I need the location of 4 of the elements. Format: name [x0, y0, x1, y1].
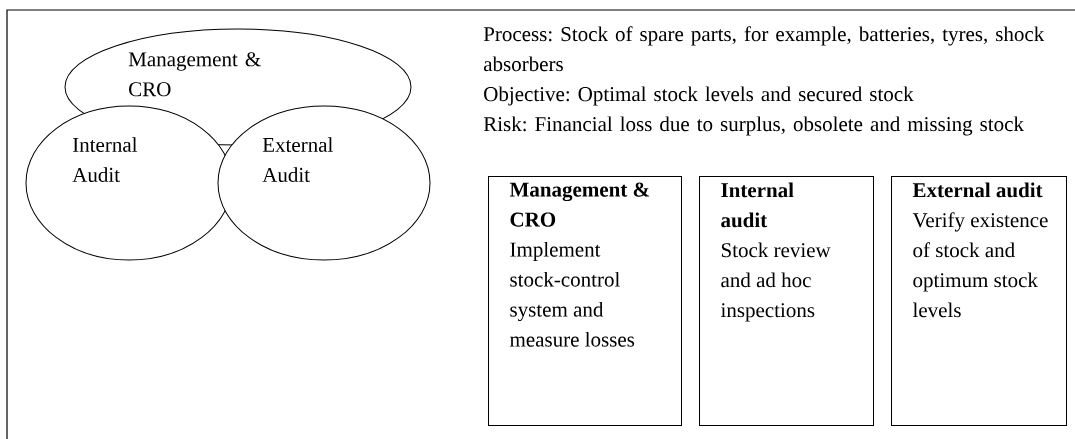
- text-box: External audit Verify existence of stock and optimum stock levels: [891, 176, 1067, 426]
- text-box: Internal audit Stock review and ad hoc inspections: [699, 176, 874, 426]
- description-text: Process: Stock of spare parts, for example, batteries, tyres, shock absorbers Objective: Optimal stock levels and secured stock Risk: Financial loss due to surplus, obsolete and missing stock: [483, 26, 1045, 136]
- text-box: Management & CRO Implement stock-control system and measure losses: [488, 176, 682, 426]
